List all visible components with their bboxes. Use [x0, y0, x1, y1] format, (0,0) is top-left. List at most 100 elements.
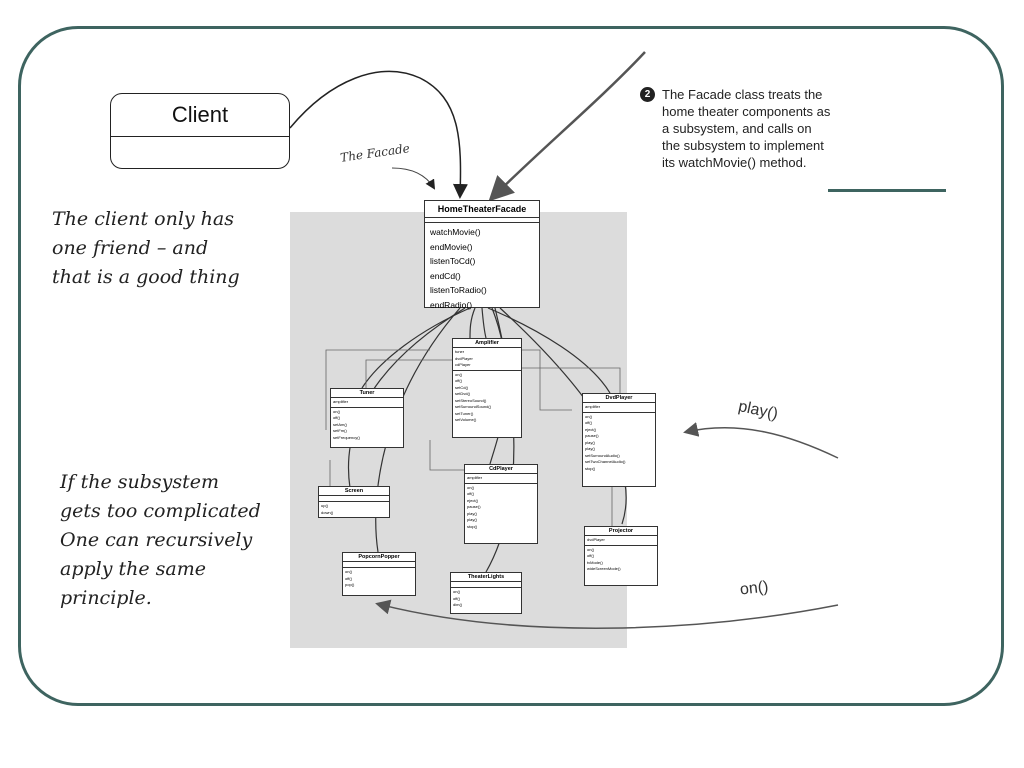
class-field: amplifier: [333, 399, 349, 404]
class-method: off(): [455, 378, 463, 383]
slide-frame: [18, 26, 1004, 706]
class-methods: up() down(): [319, 502, 389, 517]
class-method: setSurroundSound(): [455, 404, 492, 409]
class-methods: on() off() eject() pause() play() play()…: [465, 484, 537, 532]
class-name: Amplifier: [453, 339, 521, 348]
facade-label-arrow: [391, 167, 436, 190]
class-name: TheaterLights: [451, 573, 521, 582]
class-methods: on() off() pop(): [343, 568, 415, 590]
class-method: stop(): [467, 523, 478, 529]
class-method: pop(): [345, 582, 355, 587]
projector-class: Projector dvdPlayer on() off() tvMode() …: [584, 526, 658, 586]
class-methods: on() off() eject() pause() play() play()…: [583, 413, 655, 474]
class-method: setSurroundAudio(): [585, 452, 620, 458]
class-fields: [319, 496, 389, 502]
class-methods: on() off() tvMode() wideScreenMode(): [585, 546, 657, 574]
class-method: off(): [345, 575, 353, 581]
facade-method: endRadio(): [430, 299, 473, 310]
client-friend-note: The client only has one friend – and tha…: [52, 208, 240, 288]
class-name: Tuner: [331, 389, 403, 398]
on-call-label: on(): [739, 578, 770, 599]
tuner-class: Tuner amplifier on() off() setAm() setFm…: [330, 388, 404, 448]
class-method: setVolume(): [455, 417, 477, 422]
theater-lights-class: TheaterLights on() off() dim(): [450, 572, 522, 614]
facade-method: listenToCd(): [430, 256, 476, 266]
class-method: play(): [585, 446, 596, 451]
amplifier-class: Amplifier tuner dvdPlayer cdPlayer on() …: [452, 338, 522, 438]
class-methods: on() off() setAm() setFm() setFrequency(…: [331, 408, 403, 443]
class-method: dim(): [453, 602, 463, 607]
class-method: stop(): [585, 465, 596, 471]
class-methods: on() off() dim(): [451, 588, 521, 610]
popcorn-popper-class: PopcornPopper on() off() pop(): [342, 552, 416, 596]
class-fields: tuner dvdPlayer cdPlayer: [453, 348, 521, 371]
facade-attributes-section: [425, 218, 539, 223]
class-method: tvMode(): [587, 559, 603, 565]
class-fields: amplifier: [465, 474, 537, 484]
class-method: off(): [585, 420, 593, 425]
class-method: pause(): [585, 433, 599, 438]
class-method: on(): [587, 546, 595, 552]
class-method: off(): [453, 595, 461, 601]
annotation-arrow: [488, 51, 646, 202]
class-method: setTwoChannelAudio(): [585, 459, 626, 464]
class-method: on(): [455, 371, 463, 377]
class-method: on(): [453, 589, 461, 594]
on-arrow: [375, 599, 839, 629]
class-method: on(): [585, 413, 593, 419]
class-method: on(): [345, 569, 353, 574]
class-field: amplifier: [585, 404, 601, 409]
cd-player-class: CdPlayer amplifier on() off() eject() pa…: [464, 464, 538, 544]
class-name: Projector: [585, 527, 657, 536]
class-method: setFrequency(): [333, 434, 360, 440]
class-fields: amplifier: [331, 398, 403, 408]
class-name: PopcornPopper: [343, 553, 415, 562]
class-field: amplifier: [467, 475, 483, 480]
facade-method: listenToRadio(): [430, 285, 487, 295]
class-method: pause(): [467, 504, 481, 509]
accent-bar: [828, 189, 946, 192]
facade-method: endMovie(): [430, 241, 473, 252]
class-method: setAm(): [333, 421, 347, 427]
client-label: Client: [111, 94, 289, 137]
class-method: play(): [467, 510, 478, 516]
class-method: eject(): [467, 497, 479, 503]
client-to-facade-arrow: [289, 70, 468, 199]
home-theater-facade-class: HomeTheaterFacade watchMovie() endMovie(…: [424, 200, 540, 310]
class-method: on(): [467, 484, 475, 490]
class-fields: [451, 582, 521, 588]
class-method: play(): [467, 517, 478, 522]
facade-annotation: The Facade class treats the home theater…: [662, 87, 831, 170]
class-method: on(): [333, 408, 341, 414]
class-fields: amplifier: [583, 403, 655, 413]
class-method: off(): [587, 553, 595, 558]
class-method: setTuner(): [455, 410, 474, 416]
class-method: setStereoSound(): [455, 397, 487, 403]
facade-method: endCd(): [430, 270, 461, 281]
class-field: dvdPlayer: [587, 537, 605, 542]
class-name: Screen: [319, 487, 389, 496]
subsystem-links: [325, 349, 621, 526]
class-field: dvdPlayer: [455, 355, 473, 361]
class-fields: [343, 562, 415, 568]
screen-class: Screen up() down(): [318, 486, 390, 518]
subsystem-note: If the subsystem gets too complicated On…: [60, 471, 261, 609]
class-field: tuner: [455, 349, 465, 354]
facade-method: watchMovie(): [430, 227, 481, 237]
dvd-player-class: DvdPlayer amplifier on() off() eject() p…: [582, 393, 656, 487]
class-name: CdPlayer: [465, 465, 537, 474]
play-arrow: [683, 422, 839, 459]
step-badge: 2: [640, 87, 655, 102]
class-methods: on() off() setCd() setDvd() setStereoSou…: [453, 371, 521, 425]
client-class-box: Client: [110, 93, 290, 169]
class-method: up(): [321, 503, 329, 508]
class-method: setDvd(): [455, 391, 471, 396]
class-fields: dvdPlayer: [585, 536, 657, 546]
class-field: cdPlayer: [455, 362, 471, 367]
class-method: off(): [467, 491, 475, 496]
class-method: setFm(): [333, 428, 347, 433]
class-method: off(): [333, 415, 341, 420]
facade-class-name: HomeTheaterFacade: [425, 201, 539, 218]
class-method: setCd(): [455, 384, 469, 390]
facade-methods: watchMovie() endMovie() listenToCd() end…: [425, 223, 539, 314]
